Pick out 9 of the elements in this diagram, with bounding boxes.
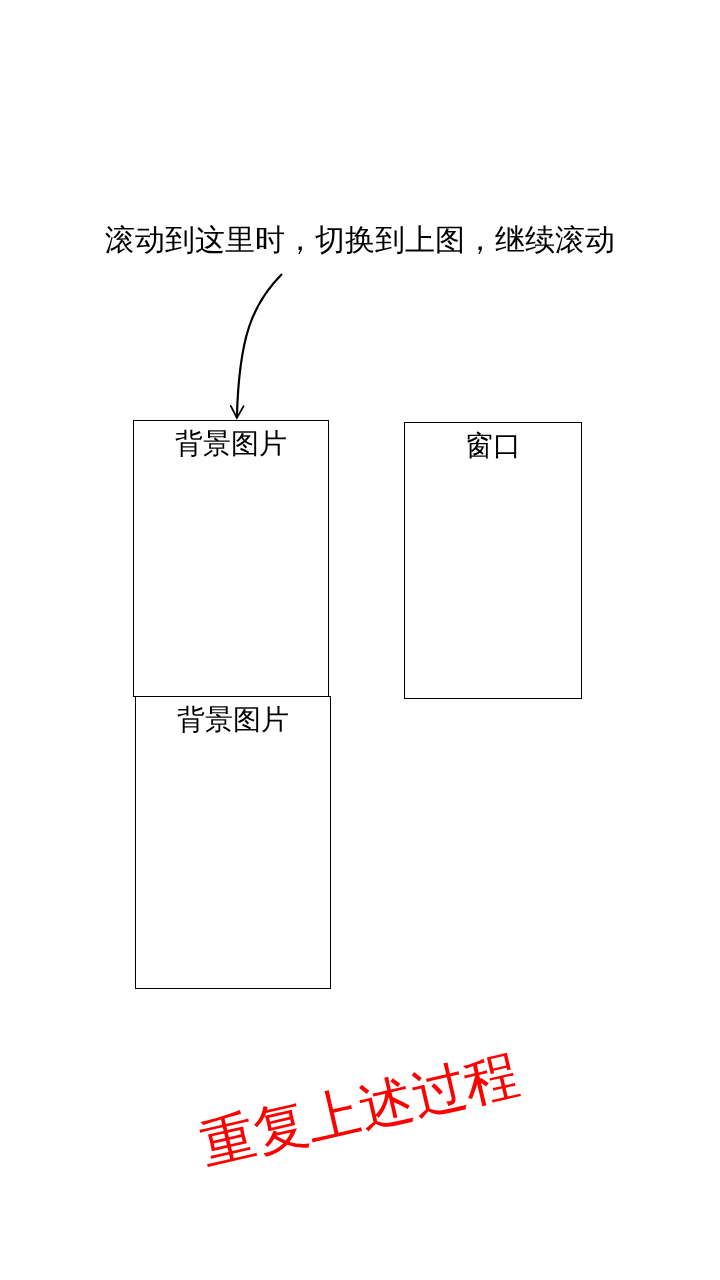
box-title: 窗口 [464,429,522,463]
panel-box [135,696,331,989]
annotation-text: 滚动到这里时，切换到上图，继续滚动 [104,221,616,259]
repeat-note: 重复上述过程 [193,1041,526,1179]
panel-box [133,420,329,697]
curved-arrow [230,273,283,419]
box-title: 背景图片 [174,427,288,461]
box-title: 背景图片 [176,703,290,737]
panel-box [404,422,582,699]
